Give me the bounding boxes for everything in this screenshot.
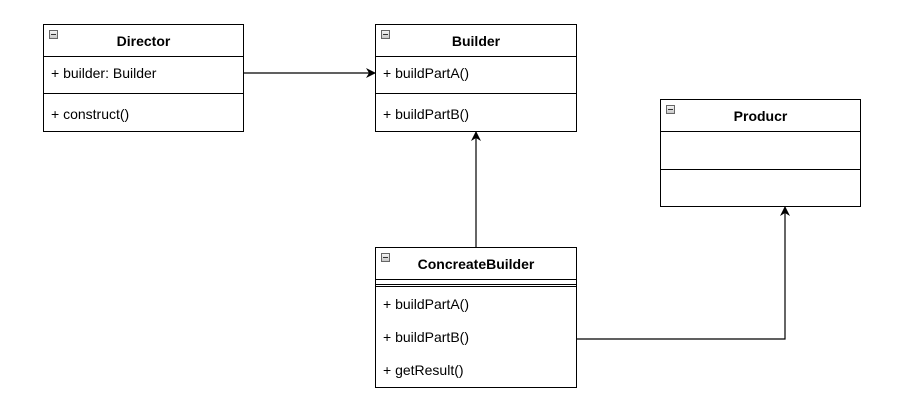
method-row[interactable]: + getResult()	[383, 362, 464, 378]
class-builder[interactable]: Builder + buildPartA() + buildPartB()	[375, 24, 577, 132]
method-row[interactable]: + buildPartB()	[383, 329, 469, 345]
edge-concretebuilder-to-producr[interactable]	[577, 206, 790, 340]
collapse-icon[interactable]	[49, 30, 58, 39]
empty-attributes-divider	[376, 280, 576, 287]
class-name-builder: Builder	[451, 33, 501, 49]
collapse-icon[interactable]	[666, 105, 675, 114]
class-concrete-builder[interactable]: ConcreateBuilder + buildPartA() + buildP…	[375, 247, 577, 388]
attribute-row[interactable]: + buildPartA()	[383, 65, 469, 81]
attribute-row[interactable]: + builder: Builder	[51, 65, 157, 81]
methods-section-concrete-builder: + buildPartA() + buildPartB() + getResul…	[376, 287, 576, 387]
methods-section-builder: + buildPartB()	[376, 94, 576, 131]
method-row[interactable]: + construct()	[51, 106, 130, 122]
class-name-director: Director	[116, 33, 171, 49]
methods-section-director: + construct()	[44, 94, 243, 131]
class-director[interactable]: Director + builder: Builder + construct(…	[43, 24, 244, 132]
attributes-section-producr[interactable]	[661, 132, 860, 170]
class-header-producr[interactable]: Producr	[661, 100, 860, 132]
class-header-director[interactable]: Director	[44, 25, 243, 57]
class-producr[interactable]: Producr	[660, 99, 861, 207]
collapse-icon[interactable]	[381, 253, 390, 262]
method-row[interactable]: + buildPartB()	[383, 106, 469, 122]
attributes-section-director: + builder: Builder	[44, 57, 243, 94]
method-row[interactable]: + buildPartA()	[383, 296, 469, 312]
attributes-section-builder: + buildPartA()	[376, 57, 576, 94]
class-header-concrete-builder[interactable]: ConcreateBuilder	[376, 248, 576, 280]
class-header-builder[interactable]: Builder	[376, 25, 576, 57]
class-name-concrete-builder: ConcreateBuilder	[417, 256, 535, 272]
class-name-producr: Producr	[733, 108, 788, 124]
methods-section-producr[interactable]	[661, 170, 860, 206]
collapse-icon[interactable]	[381, 30, 390, 39]
